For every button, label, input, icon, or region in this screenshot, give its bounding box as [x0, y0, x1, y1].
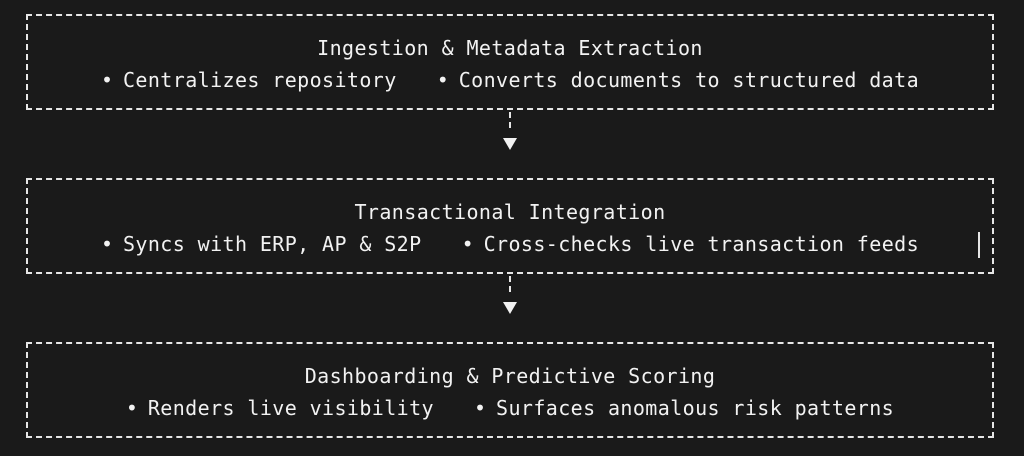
bullet-text: Centralizes repository — [122, 68, 397, 92]
bullet-text: Syncs with ERP, AP & S2P — [122, 232, 422, 256]
stage-box-dashboarding: Dashboarding & Predictive Scoring • Rende… — [26, 342, 994, 438]
bullet-item: • Surfaces anomalous risk patterns — [474, 396, 894, 420]
stage-bullets: • Syncs with ERP, AP & S2P • Cross-checks l… — [28, 232, 992, 256]
bullet-text: Cross-checks live transaction feeds — [483, 232, 920, 256]
connector-line — [508, 112, 512, 152]
stage-title: Ingestion & Metadata Extraction — [317, 36, 703, 60]
stage-bullets: • Renders live visibility • Surfaces anomal… — [28, 396, 992, 420]
bullet-item: • Converts documents to structured data — [437, 68, 919, 92]
stage-title: Dashboarding & Predictive Scoring — [304, 364, 716, 388]
bullet-text: Surfaces anomalous risk patterns — [496, 396, 895, 420]
stage-box-ingestion: Ingestion & Metadata Extraction • Central… — [26, 14, 994, 110]
stage-box-transactional: Transactional Integration • Syncs with ER… — [26, 178, 994, 274]
bullet-dot-icon: • — [474, 396, 487, 420]
stage-bullets: • Centralizes repository • Converts documen… — [28, 68, 992, 92]
bullet-item: • Centralizes repository — [101, 68, 397, 92]
bullet-text: Renders live visibility — [147, 396, 435, 420]
bullet-dot-icon: • — [436, 68, 450, 92]
text-cursor-icon — [978, 232, 980, 258]
bullet-dot-icon: • — [100, 232, 114, 256]
connector-line — [508, 276, 512, 316]
arrow-down-icon — [503, 138, 517, 150]
arrow-down-icon — [503, 302, 517, 314]
bullet-item: • Renders live visibility — [126, 396, 434, 420]
bullet-dot-icon: • — [461, 232, 475, 256]
bullet-item: • Syncs with ERP, AP & S2P — [101, 232, 422, 256]
bullet-text: Converts documents to structured data — [458, 68, 920, 92]
bullet-item: • Cross-checks live transaction feeds — [462, 232, 919, 256]
bullet-dot-icon: • — [100, 68, 114, 92]
bullet-dot-icon: • — [125, 396, 139, 420]
stage-title: Transactional Integration — [354, 200, 666, 224]
